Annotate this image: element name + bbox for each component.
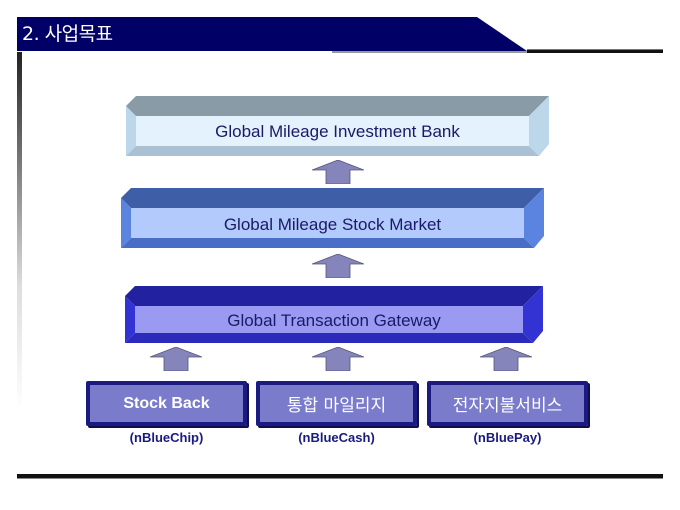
tier-bevel-left xyxy=(125,296,135,343)
tier-bevel-right xyxy=(529,106,539,156)
service-frame xyxy=(86,381,247,426)
tier-bevel-top xyxy=(121,198,534,208)
header-rule xyxy=(527,49,663,53)
header-bar xyxy=(17,17,527,51)
tier-label: Global Mileage Stock Market xyxy=(223,215,442,234)
tier-stock-market: Global Mileage Stock Market xyxy=(121,188,544,248)
tier-shape xyxy=(125,286,543,343)
service-box-integrated-mileage: 통합 마일리지 xyxy=(256,381,417,426)
tier-label: Global Transaction Gateway xyxy=(227,311,441,330)
tier-bevel-top xyxy=(125,296,533,306)
tier-right-face xyxy=(539,96,549,156)
tier-top-face xyxy=(121,188,544,198)
tier-top-face xyxy=(126,96,549,106)
tier-investment-bank: Global Mileage Investment Bank xyxy=(126,96,549,156)
service-code: (nBlueChip) xyxy=(129,430,204,445)
tier-face xyxy=(136,116,529,146)
tier-top-face xyxy=(125,286,543,296)
service-code: (nBluePay) xyxy=(473,430,542,445)
tier-label: Global Mileage Investment Bank xyxy=(215,122,460,141)
tier-face xyxy=(135,306,523,333)
arrow-up-icon xyxy=(312,254,364,278)
service-label: 전자지불서비스 xyxy=(431,385,584,422)
tier-shape xyxy=(126,96,549,156)
tier-face xyxy=(131,208,524,238)
tier-bevel-left xyxy=(126,106,136,156)
arrow-up-icon xyxy=(150,347,202,371)
arrow-up-icon xyxy=(312,347,364,371)
tier-transaction-gateway: Global Transaction Gateway xyxy=(125,286,543,343)
service-box-epayment: 전자지불서비스 xyxy=(427,381,588,426)
arrow-up-icon xyxy=(312,160,364,184)
service-label: Stock Back xyxy=(90,385,243,422)
service-frame xyxy=(427,381,588,426)
tier-bevel-bottom xyxy=(126,146,539,156)
footer-rule xyxy=(17,474,663,479)
tier-bevel-bottom xyxy=(121,238,534,248)
tier-bevel-bottom xyxy=(125,333,533,343)
tier-right-face xyxy=(534,188,544,248)
tier-bevel-right xyxy=(524,198,534,248)
service-label: 통합 마일리지 xyxy=(260,385,413,422)
page-title: 2. 사업목표 xyxy=(22,23,113,45)
service-code: (nBlueCash) xyxy=(298,430,375,445)
header-divider xyxy=(332,51,532,53)
tier-bevel-left xyxy=(121,198,131,248)
left-border xyxy=(17,52,22,412)
tier-shape xyxy=(121,188,544,248)
arrow-up-icon xyxy=(480,347,532,371)
tier-bevel-top xyxy=(126,106,539,116)
tier-right-face xyxy=(533,286,543,343)
service-box-stock-back: Stock Back xyxy=(86,381,247,426)
tier-bevel-right xyxy=(523,296,533,343)
service-frame xyxy=(256,381,417,426)
